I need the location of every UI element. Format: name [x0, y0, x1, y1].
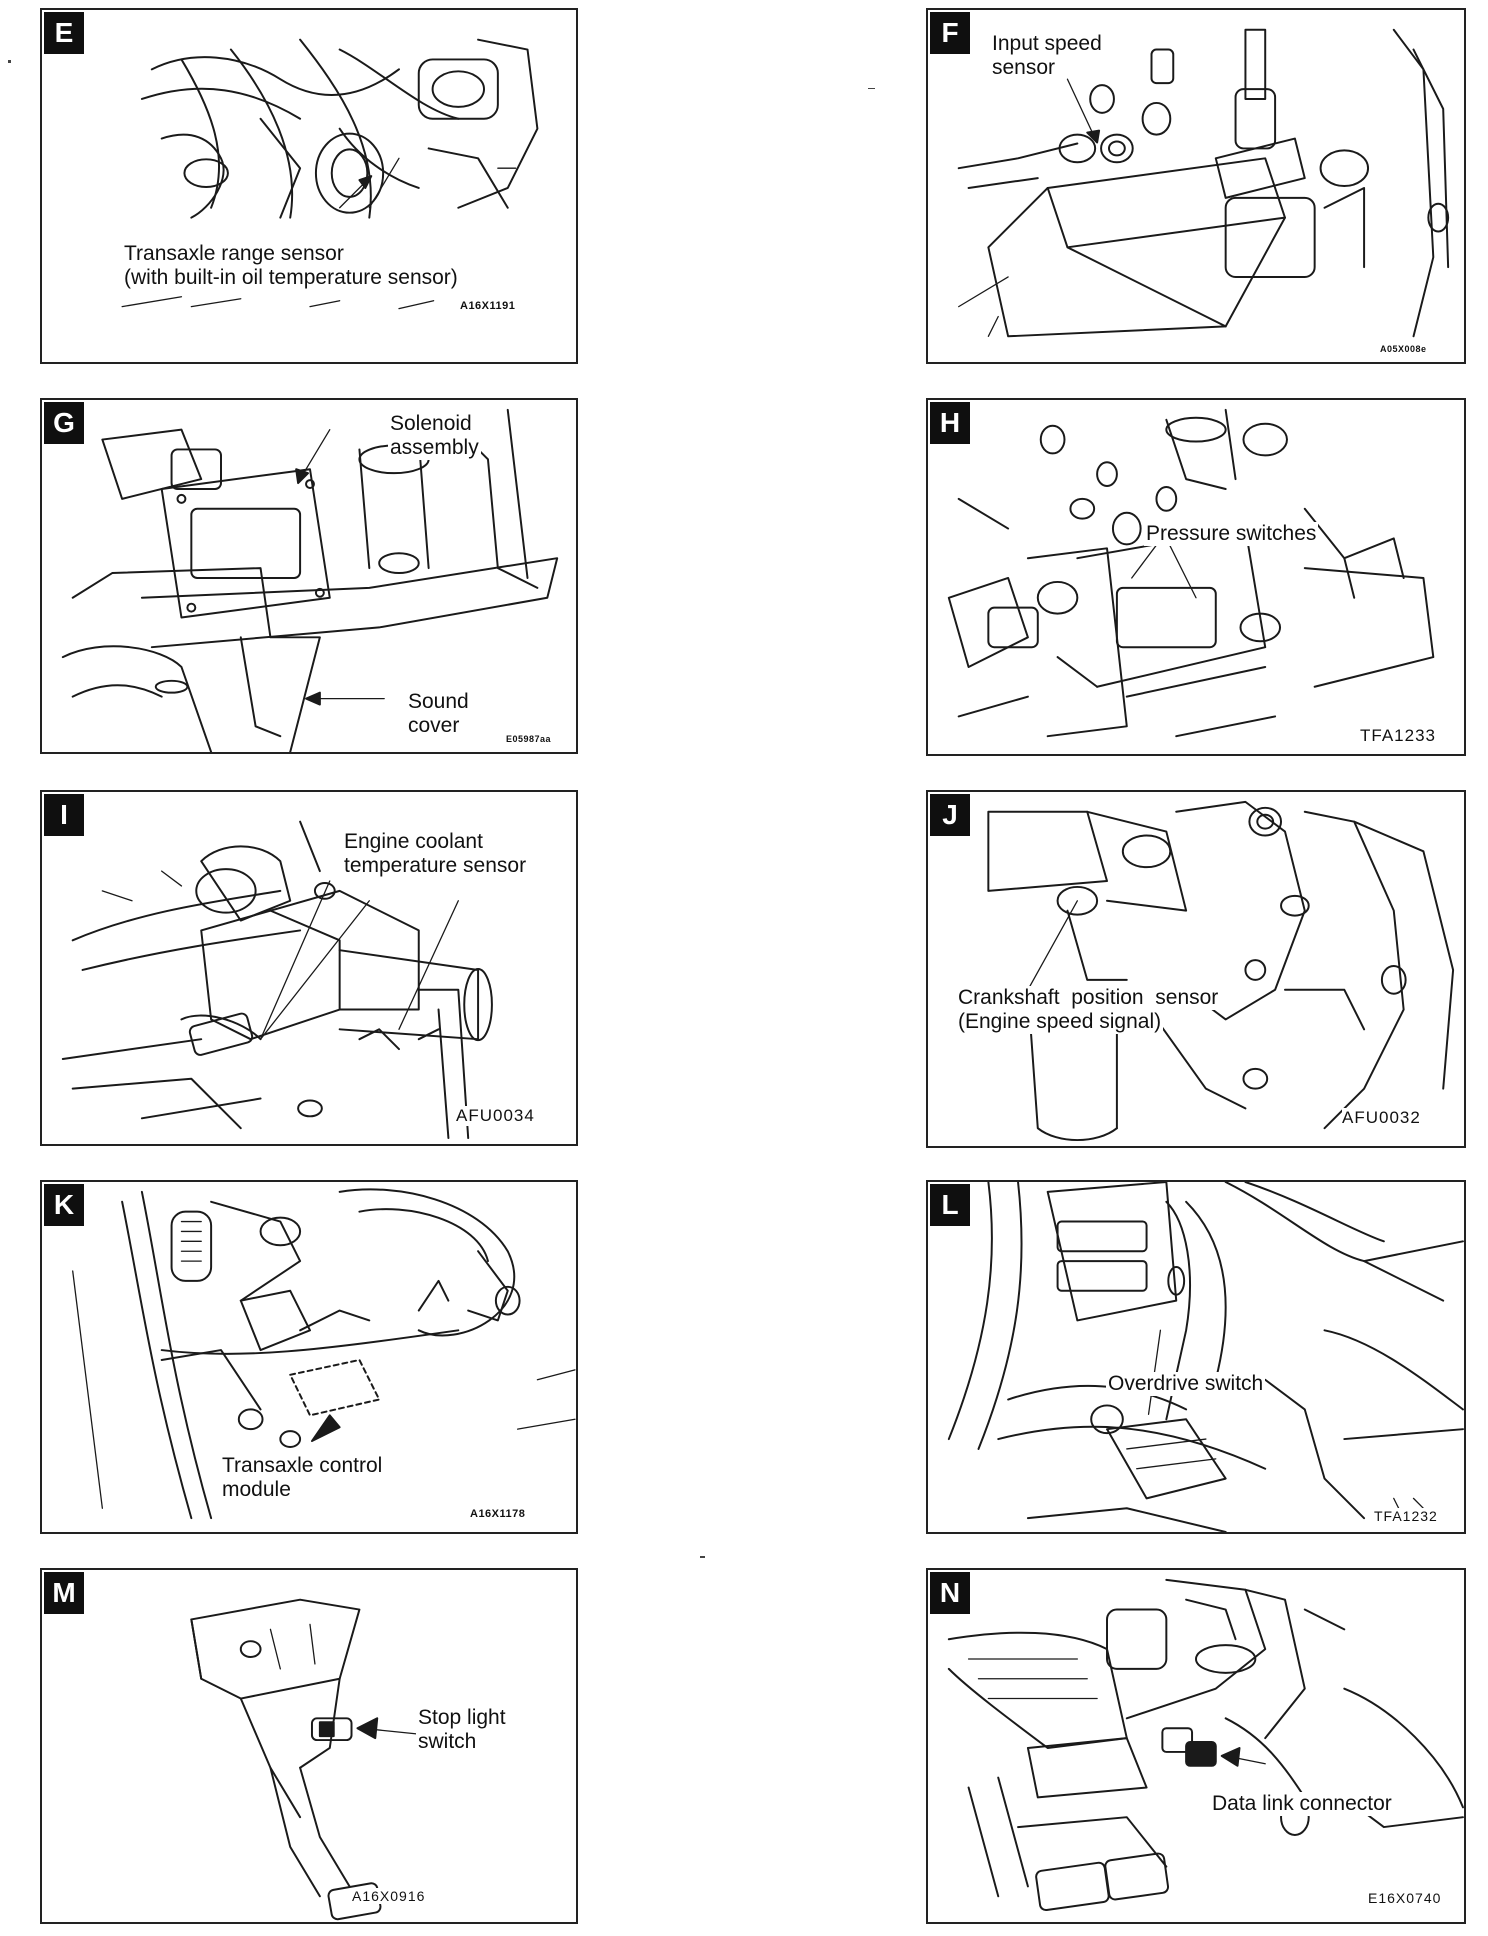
panel-letter: K — [44, 1184, 84, 1226]
overdrive-switch-illustration — [947, 1182, 1464, 1532]
figure-code: E16X0740 — [1368, 1890, 1442, 1906]
sound-cover-label-2: cover — [406, 714, 462, 738]
figure-code: TFA1232 — [1374, 1508, 1438, 1524]
solenoid-assembly-label-2: assembly — [388, 436, 481, 460]
data-link-connector-label: Data link connector — [1210, 1792, 1394, 1816]
panel-k: K Transaxle control module A16X1178 — [40, 1180, 578, 1534]
data-link-connector-illustration — [947, 1578, 1464, 1912]
figure-code: AFU0034 — [456, 1106, 535, 1126]
pressure-switches-illustration — [947, 408, 1435, 738]
transaxle-control-module-label: Transaxle control — [220, 1454, 385, 1478]
panel-letter: F — [930, 12, 970, 54]
stop-light-switch-label-2: switch — [416, 1730, 479, 1754]
sound-cover-label: Sound — [406, 690, 471, 714]
panel-letter: J — [930, 794, 970, 836]
crankshaft-position-sensor-illustration — [987, 800, 1455, 1142]
pressure-switches-label: Pressure switches — [1144, 522, 1319, 546]
panel-letter: I — [44, 794, 84, 836]
engine-speed-signal-label: (Engine speed signal) — [956, 1010, 1164, 1034]
figure-code: E05987aa — [506, 734, 552, 744]
transaxle-control-module-illustration — [72, 1188, 576, 1520]
crankshaft-position-sensor-label: Crankshaft position sensor — [956, 986, 1221, 1010]
page-speck — [8, 60, 11, 63]
panel-letter: G — [44, 402, 84, 444]
panel-h: H Pressure switches TFA1233 — [926, 398, 1466, 756]
oil-temperature-sensor-label: (with built-in oil temperature sensor) — [122, 266, 460, 290]
panel-letter: M — [44, 1572, 84, 1614]
input-speed-sensor-label-2: sensor — [990, 56, 1058, 80]
page-speck — [700, 1556, 705, 1558]
figure-code: A16X1191 — [460, 300, 516, 312]
panel-e: E Transaxle range sensor (with built-in … — [40, 8, 578, 364]
stop-light-switch-illustration — [190, 1598, 440, 1921]
panel-letter: N — [930, 1572, 970, 1614]
panel-f: F Input speed sensor A05X008e — [926, 8, 1466, 364]
panel-n: N Data link connector E16X0740 — [926, 1568, 1466, 1924]
panel-letter: L — [930, 1184, 970, 1226]
panel-letter: H — [930, 402, 970, 444]
page-speck — [868, 88, 875, 89]
transaxle-range-sensor-illustration — [121, 38, 539, 310]
transaxle-range-sensor-label: Transaxle range sensor — [122, 242, 346, 266]
engine-coolant-sensor-illustration — [61, 820, 493, 1140]
stop-light-switch-label: Stop light — [416, 1706, 508, 1730]
panel-j: J Crankshaft position sensor (Engine spe… — [926, 790, 1466, 1148]
input-speed-sensor-label: Input speed — [990, 32, 1104, 56]
figure-code: A05X008e — [1380, 344, 1427, 354]
transaxle-control-module-label-2: module — [220, 1478, 293, 1502]
engine-coolant-sensor-label: Engine coolant — [342, 830, 485, 854]
figure-code: AFU0032 — [1342, 1108, 1421, 1128]
input-speed-sensor-illustration — [957, 28, 1450, 338]
panel-letter: E — [44, 12, 84, 54]
figure-code: TFA1233 — [1360, 726, 1436, 746]
figure-code: A16X1178 — [470, 1508, 526, 1520]
overdrive-switch-label: Overdrive switch — [1106, 1372, 1266, 1396]
solenoid-assembly-illustration — [61, 408, 559, 752]
panel-l: L Overdrive switch TFA1232 — [926, 1180, 1466, 1534]
solenoid-assembly-label: Solenoid — [388, 412, 474, 436]
panel-g: G Solenoid assembly Sound cover E05987aa — [40, 398, 578, 754]
panel-m: M Stop light switch A16X0916 — [40, 1568, 578, 1924]
engine-coolant-sensor-label-2: temperature sensor — [342, 854, 529, 878]
panel-i: I Engine coolant temperature sensor AFU0… — [40, 790, 578, 1146]
figure-code: A16X0916 — [352, 1888, 426, 1904]
